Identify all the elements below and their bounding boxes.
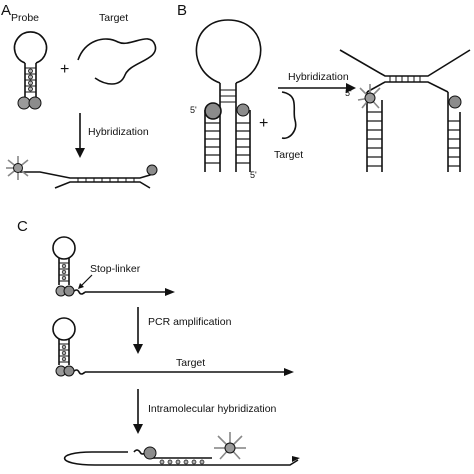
hybridized-product-b xyxy=(339,49,471,172)
fluorophore-quencher-pair-a xyxy=(17,96,31,110)
fluorophore-product-c xyxy=(224,442,236,454)
stop-linker-label: Stop-linker xyxy=(90,263,141,275)
hybridized-duplex-a xyxy=(20,171,156,189)
probe-hairpin-a xyxy=(13,31,48,98)
probe-stem-beads-a xyxy=(28,68,33,92)
five-prime-right-b: 5' xyxy=(250,170,257,180)
quencher-c1 xyxy=(63,285,75,297)
plus-sign-a: + xyxy=(60,61,69,78)
primer-probe-step-1 xyxy=(52,236,168,295)
target-label-a: Target xyxy=(99,12,128,24)
hybridization-label-b: Hybridization xyxy=(288,71,349,83)
target-strand-a xyxy=(77,38,157,85)
stem-beads-c2 xyxy=(61,344,67,362)
panel-a-letter: A xyxy=(1,2,11,19)
pcr-label: PCR amplification xyxy=(148,316,232,328)
five-prime-left-b: 5' xyxy=(190,105,197,115)
arrowhead-intramolecular xyxy=(133,424,143,434)
stem-beads-c1 xyxy=(61,263,67,281)
panel-b: B xyxy=(177,2,471,180)
left-ladder-b xyxy=(204,110,221,172)
target-label-b: Target xyxy=(274,149,303,161)
panel-b-letter: B xyxy=(177,2,187,19)
fluorophore-b xyxy=(204,102,222,120)
arrowhead-primer-1 xyxy=(165,288,175,296)
right-ladder-b xyxy=(235,110,251,172)
arrowhead-product-c xyxy=(292,456,300,462)
target-strand-b xyxy=(281,91,297,140)
arrowhead-target-c xyxy=(284,368,294,376)
panel-c-letter: C xyxy=(17,218,28,235)
quencher-released-a xyxy=(146,164,158,176)
panel-c: C Stop-linker PCR amplification xyxy=(17,218,300,466)
fluorophore-product-b xyxy=(364,92,376,104)
quencher-product-b xyxy=(448,95,462,109)
target-label-c: Target xyxy=(176,357,205,369)
quencher-a xyxy=(28,96,42,110)
quencher-c2 xyxy=(63,365,75,377)
stop-linker-pointer-head xyxy=(78,283,84,289)
duplex-beads-c xyxy=(159,459,205,465)
panel-a: A Probe Target + Hybridizatio xyxy=(1,2,158,189)
probe-hairpin-b xyxy=(195,19,262,110)
probe-label: Probe xyxy=(11,12,39,24)
hybridization-label-a: Hybridization xyxy=(88,126,149,138)
arrowhead-a xyxy=(75,148,85,158)
plus-sign-b: + xyxy=(259,115,268,132)
arrowhead-pcr xyxy=(133,344,143,354)
quencher-b xyxy=(236,103,250,117)
five-prime-result-b: 5' xyxy=(345,88,352,98)
intramolecular-label: Intramolecular hybridization xyxy=(148,403,277,415)
fluorophore-a xyxy=(13,163,23,173)
intramolecular-product-c xyxy=(63,449,299,466)
quencher-product-c xyxy=(143,446,157,460)
arrowhead-b xyxy=(346,83,356,93)
primer-probe-step-2 xyxy=(52,317,288,375)
